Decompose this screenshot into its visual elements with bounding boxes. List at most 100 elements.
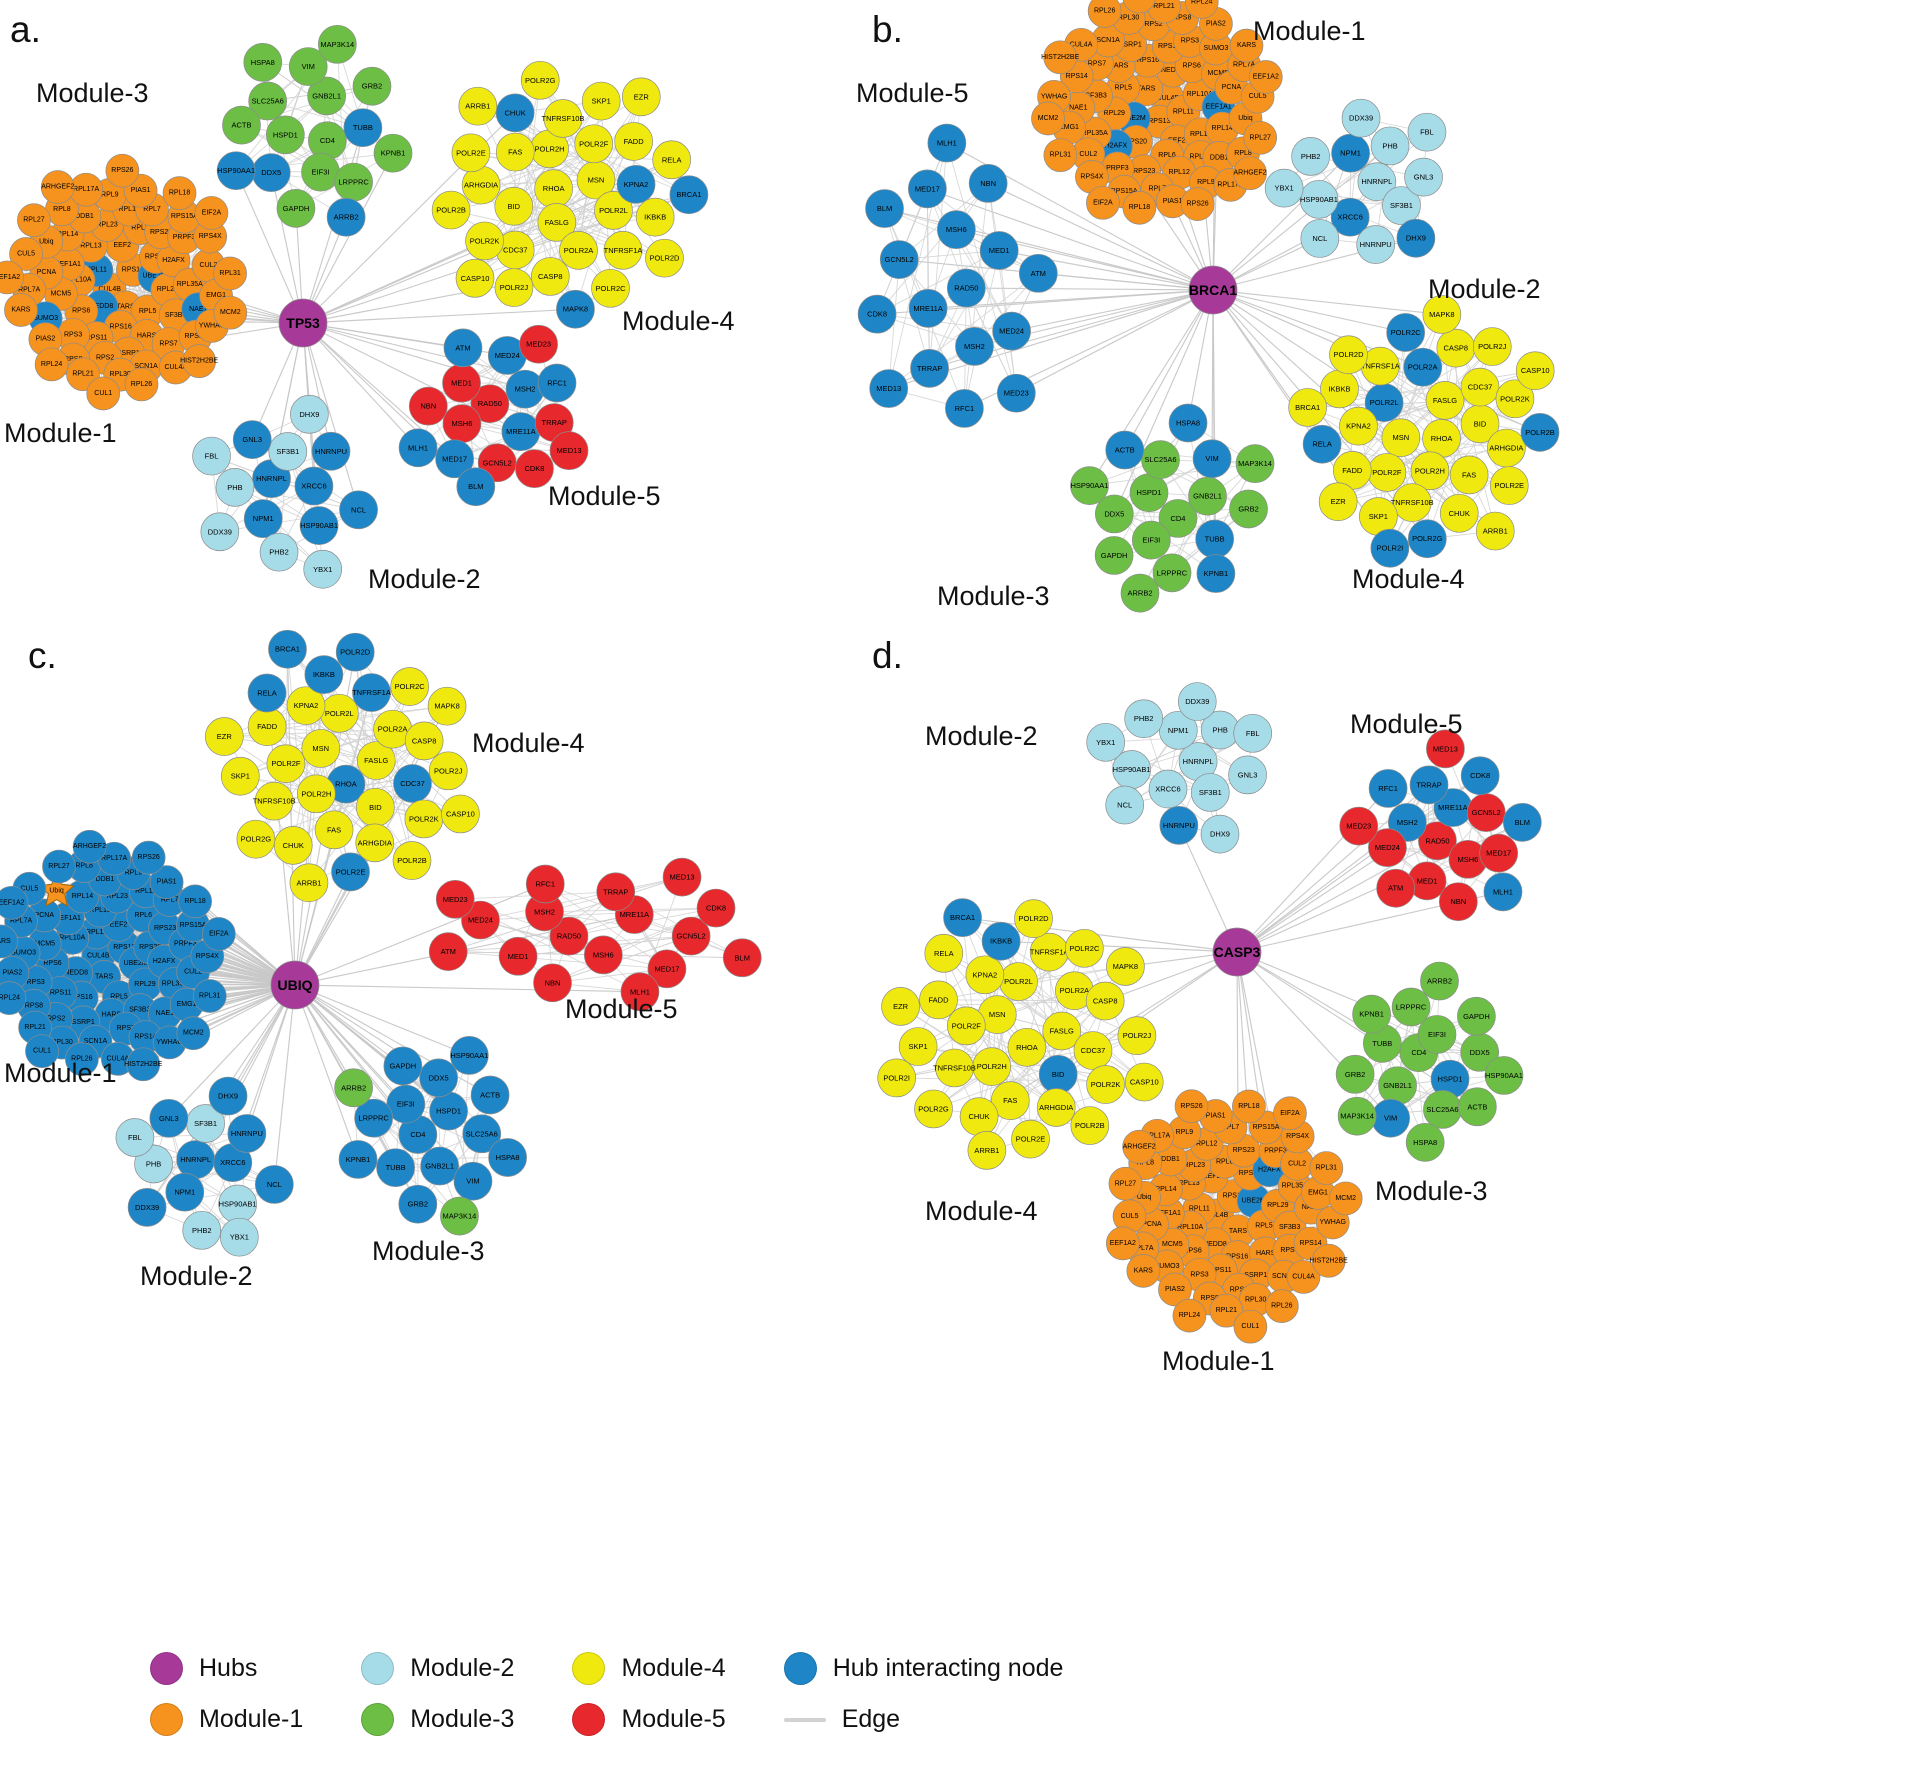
network-node <box>574 124 614 164</box>
network-node <box>247 673 287 713</box>
network-node <box>289 863 329 903</box>
network-node <box>591 268 630 308</box>
network-node <box>456 467 496 507</box>
network-node <box>1043 40 1078 75</box>
network-node <box>1264 168 1304 208</box>
network-node <box>879 240 919 279</box>
network-node <box>621 77 661 117</box>
network-node <box>303 549 343 589</box>
network-node <box>182 344 216 379</box>
legend-item-hub-interacting-node: Hub interacting node <box>783 1652 1063 1685</box>
network-node <box>243 43 283 82</box>
network-node <box>1105 785 1145 825</box>
network-node <box>1489 466 1529 505</box>
network-node <box>339 490 378 530</box>
hub-edge <box>294 984 359 1160</box>
network-node <box>247 707 287 746</box>
network-node <box>722 938 762 978</box>
network-node <box>594 191 633 230</box>
network-node <box>1460 367 1500 407</box>
network-node <box>288 47 328 86</box>
network-node <box>1031 101 1065 136</box>
network-node <box>317 24 357 64</box>
network-node <box>549 916 589 956</box>
network-node <box>999 962 1038 1001</box>
network-node <box>1329 335 1368 375</box>
network-node <box>215 468 255 507</box>
network-node <box>326 197 366 237</box>
module-label: Module-2 <box>1428 274 1541 304</box>
hub-edge <box>302 322 360 510</box>
network-node <box>1466 793 1506 832</box>
hub-node <box>1188 265 1238 315</box>
network-node <box>304 655 344 694</box>
module-label: Module-2 <box>368 564 481 594</box>
network-node <box>498 936 538 976</box>
network-node <box>972 1047 1012 1086</box>
network-node <box>1457 1087 1497 1127</box>
network-node <box>222 105 261 145</box>
network-node <box>301 729 341 768</box>
network-node <box>1330 197 1370 237</box>
network-node <box>419 1058 458 1098</box>
module-label: Module-2 <box>925 721 1038 751</box>
network-node <box>1122 190 1157 225</box>
network-node <box>881 987 920 1026</box>
network-node <box>935 1048 974 1088</box>
network-node <box>1233 713 1273 753</box>
module-label: Module-1 <box>1253 16 1366 46</box>
edge <box>480 907 717 921</box>
network-node <box>343 108 383 148</box>
network-node <box>1425 381 1465 420</box>
network-node <box>534 169 573 209</box>
hub-node <box>1212 927 1262 977</box>
network-node <box>877 1058 917 1098</box>
network-node <box>1392 483 1432 522</box>
legend-label: Module-2 <box>410 1654 515 1682</box>
hub-edge <box>927 188 1214 291</box>
network-node <box>696 888 736 928</box>
network-node <box>581 81 621 121</box>
network-node <box>1356 225 1396 264</box>
network-node <box>208 1076 248 1116</box>
network-node <box>1105 430 1145 470</box>
network-node <box>981 921 1021 961</box>
edge <box>888 259 900 389</box>
network-node <box>1378 1066 1417 1106</box>
network-node <box>1382 186 1421 225</box>
network-node <box>1328 1181 1363 1216</box>
network-node <box>959 1097 999 1136</box>
network-node <box>1122 0 1156 14</box>
network-node <box>1418 821 1457 861</box>
edge <box>876 250 1000 315</box>
network-node <box>635 197 675 237</box>
network-node <box>1168 403 1208 443</box>
edge <box>1386 472 1496 532</box>
network-node <box>488 1138 527 1177</box>
network-node <box>1086 722 1126 762</box>
hub-label: TP53 <box>286 315 320 331</box>
network-node <box>1357 162 1397 202</box>
network-node <box>1233 156 1267 191</box>
network-node <box>461 900 500 940</box>
legend-label: Module-1 <box>199 1705 304 1733</box>
network-node <box>1094 536 1134 575</box>
network-node <box>990 1081 1030 1120</box>
network-node <box>34 347 69 382</box>
network-node <box>465 221 504 261</box>
network-node <box>620 972 660 1012</box>
edge <box>987 183 1017 394</box>
network-node <box>525 864 565 904</box>
panel-d: HNRNPLXRCC6NPM1SF3B1HSP90AB1PHBHNRNPUPHB… <box>872 635 1542 1376</box>
edge <box>876 183 989 315</box>
network-node <box>979 231 1019 270</box>
network-node <box>192 979 227 1013</box>
network-node <box>1177 682 1217 721</box>
network-node <box>162 176 197 210</box>
hub-edge <box>302 152 394 324</box>
network-node <box>200 512 240 552</box>
panel-b: CUL4BRPS13TARSRPL11UBE2MNEDD8EEF2RPL5RPL… <box>856 0 1560 613</box>
network-node <box>213 256 247 291</box>
network-node <box>435 879 475 919</box>
network-node <box>352 66 392 106</box>
